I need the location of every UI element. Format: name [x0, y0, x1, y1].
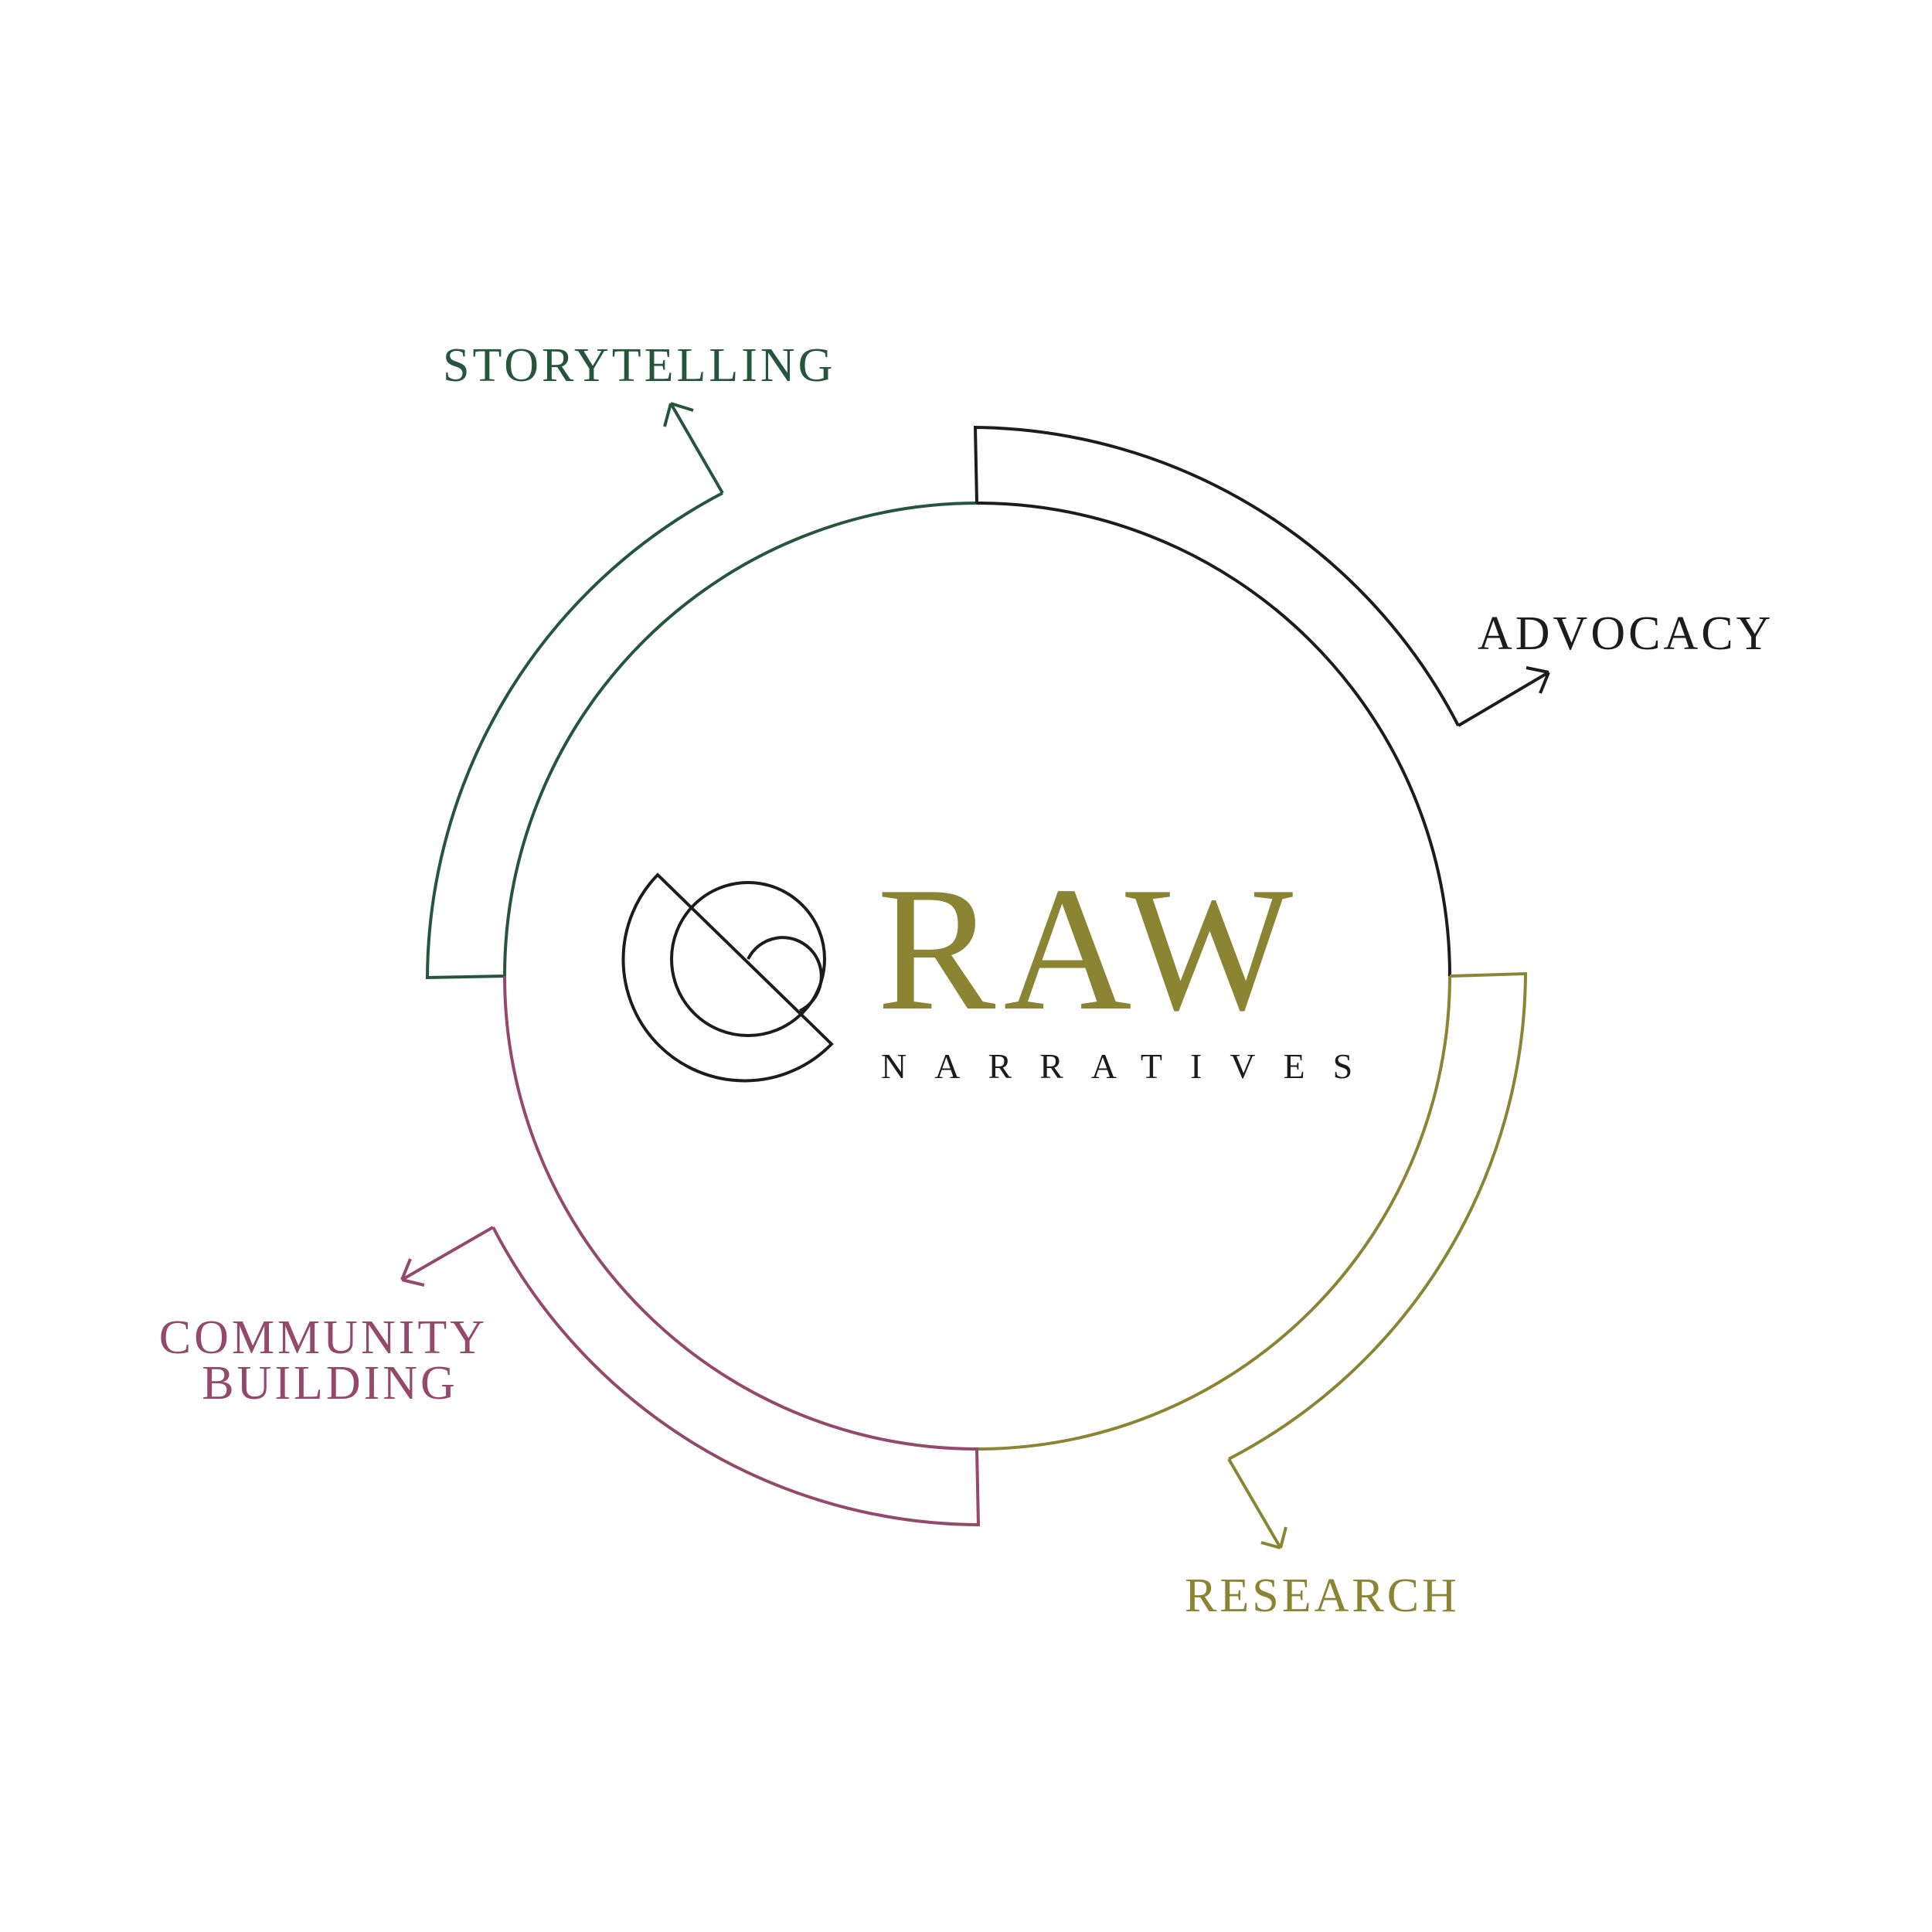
segment-advocacy — [973, 425, 1550, 977]
segment-community-building — [400, 975, 981, 1527]
arc-community-building — [492, 975, 981, 1527]
arc-storytelling — [425, 492, 978, 980]
arc-research — [976, 971, 1528, 1461]
label-storytelling: STORYTELLING — [443, 339, 835, 392]
label-advocacy: ADVOCACY — [1478, 607, 1774, 660]
label-community-building-line-2: BUILDING — [202, 1357, 458, 1410]
logo-tagline: NARRATIVES — [881, 1046, 1380, 1086]
segment-storytelling — [425, 402, 978, 980]
label-research: RESEARCH — [1185, 1570, 1460, 1622]
arrow-research — [1227, 1458, 1287, 1549]
arrow-community-building — [400, 1226, 494, 1287]
label-community-building: COMMUNITY BUILDING — [159, 1311, 501, 1410]
arc-advocacy — [973, 425, 1460, 977]
segment-research — [976, 971, 1528, 1549]
arrow-storytelling — [663, 402, 724, 495]
arrow-advocacy — [1457, 666, 1550, 727]
logo-mark-icon — [621, 872, 834, 1083]
label-community-building-line-1: COMMUNITY — [159, 1311, 486, 1364]
logo-wordmark: RAW — [877, 850, 1301, 1047]
